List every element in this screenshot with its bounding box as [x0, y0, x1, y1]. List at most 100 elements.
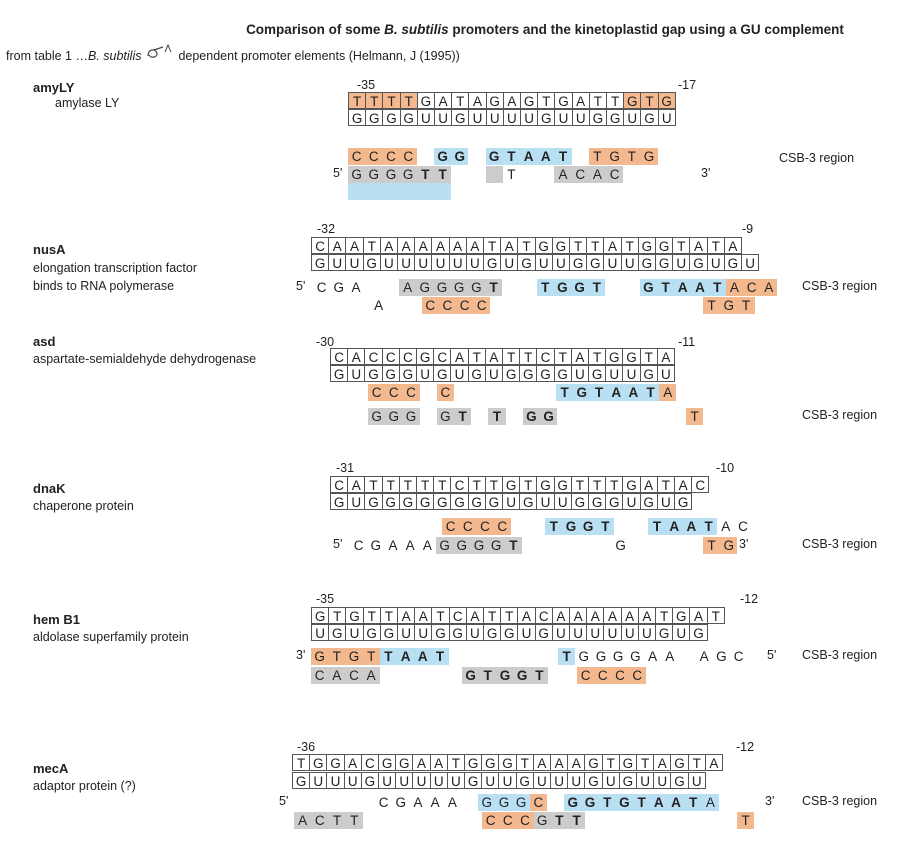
gu-complement-cell: G: [536, 365, 555, 382]
aligned-base-cell: G: [512, 794, 530, 811]
gu-complement-cell: U: [706, 254, 725, 271]
gu-complement-cell: U: [347, 493, 366, 510]
aligned-base-cell: G: [533, 812, 551, 829]
aligned-base-cell: T: [550, 812, 568, 829]
gu-complement-cell: U: [465, 624, 484, 641]
gu-complement-cell: G: [639, 365, 658, 382]
aligned-base-cell: T: [657, 279, 675, 296]
gu-complement-cell: U: [620, 254, 639, 271]
aligned-base-cell: G: [595, 649, 607, 664]
aligned-base-cell: T: [504, 537, 522, 554]
gene-desc-dnak: chaperone protein: [33, 499, 134, 513]
gu-complement-cell: U: [554, 109, 573, 126]
gu-complement-cell: G: [467, 365, 486, 382]
sequence-cell: T: [362, 607, 381, 624]
aligned-base-cell: C: [385, 384, 403, 401]
aligned-base-cell: G: [433, 279, 451, 296]
gene-desc-asd: aspartate-semialdehyde dehydrogenase: [33, 352, 257, 366]
sequence-cell: T: [586, 237, 605, 254]
sequence-cell: A: [569, 607, 588, 624]
gu-complement-cell: U: [416, 109, 435, 126]
gu-complement-cell: G: [689, 624, 708, 641]
sequence-cell: A: [468, 92, 487, 109]
aligned-base-cell: G: [453, 537, 471, 554]
sequence-cell: A: [450, 348, 469, 365]
sequence-cell: G: [622, 348, 641, 365]
gu-complement-cell: G: [670, 772, 689, 789]
aligned-base-cell: G: [639, 279, 657, 296]
gene-name-asd: asd: [33, 334, 56, 349]
gu-complement-cell: U: [517, 624, 536, 641]
start-position-amyly: -35: [357, 78, 376, 92]
sequence-cell: G: [605, 348, 624, 365]
gu-complement-cell: G: [689, 254, 708, 271]
gu-complement-cell: G: [399, 109, 418, 126]
gu-complement-cell: G: [364, 365, 383, 382]
sequence-cell: G: [584, 754, 603, 771]
aligned-base-cell: G: [495, 794, 513, 811]
aligned-base-cell: G: [478, 794, 496, 811]
sequence-cell: A: [414, 607, 433, 624]
gu-complement-cell: G: [348, 109, 367, 126]
sequence-cell: T: [467, 476, 486, 493]
aligned-base-cell: T: [588, 148, 606, 165]
sequence-cell: A: [431, 237, 450, 254]
aligned-base-cell: T: [590, 384, 608, 401]
aligned-base-cell: T: [536, 279, 554, 296]
sequence-cell: T: [451, 92, 470, 109]
aligned-base-cell: G: [579, 518, 597, 535]
aligned-base-cell: A: [648, 649, 658, 664]
aligned-base-cell: G: [581, 794, 599, 811]
gu-complement-cell: U: [571, 109, 590, 126]
sequence-cell: A: [429, 754, 448, 771]
sequence-cell: G: [498, 754, 517, 771]
aligned-base-cell: G: [416, 279, 434, 296]
aligned-base-cell: C: [456, 297, 474, 314]
aligned-base-cell: G: [496, 667, 514, 684]
aligned-base-cell: A: [405, 538, 415, 553]
gu-complement-cell: G: [588, 109, 607, 126]
gu-complement-cell: G: [448, 624, 467, 641]
aligned-base-cell: G: [470, 537, 488, 554]
gu-complement-cell: G: [381, 365, 400, 382]
gu-complement-cell: G: [605, 493, 624, 510]
gu-complement-cell: U: [397, 254, 416, 271]
aligned-base-cell: T: [488, 408, 506, 425]
aligned-base-cell: C: [743, 279, 761, 296]
sequence-cell: C: [381, 348, 400, 365]
gu-complement-cell: G: [365, 109, 384, 126]
aligned-base-cell: C: [345, 667, 363, 684]
aligned-base-cell: C: [606, 166, 624, 183]
gu-complement-cell: U: [637, 624, 656, 641]
region-label-asd: CSB-3 region: [802, 408, 878, 422]
sequence-cell: G: [416, 348, 435, 365]
aligned-base-cell: A: [422, 538, 432, 553]
aligned-base-cell: C: [348, 148, 366, 165]
gu-complement-cell: G: [362, 624, 381, 641]
gu-complement-cell: U: [378, 772, 397, 789]
gu-complement-cell: U: [450, 365, 469, 382]
sequence-cell: A: [484, 348, 503, 365]
aligned-base-cell: C: [611, 667, 629, 684]
sequence-cell: C: [360, 754, 379, 771]
aligned-base-cell: [416, 183, 434, 200]
strand-5prime-dnak: 5': [333, 537, 343, 551]
sequence-cell: T: [446, 754, 465, 771]
sequence-cell: G: [554, 92, 573, 109]
gu-complement-cell: G: [586, 254, 605, 271]
gu-complement-cell: U: [429, 772, 448, 789]
gu-complement-cell: G: [431, 624, 450, 641]
sequence-cell: G: [623, 92, 642, 109]
sequence-cell: G: [637, 237, 656, 254]
aligned-base-cell: C: [311, 667, 329, 684]
sequence-cell: A: [570, 348, 589, 365]
sequence-cell: T: [687, 754, 706, 771]
aligned-base-cell: T: [598, 794, 616, 811]
gu-complement-cell: G: [502, 365, 521, 382]
gu-complement-cell: G: [519, 493, 538, 510]
gu-complement-cell: U: [326, 772, 345, 789]
aligned-base-cell: T: [434, 166, 452, 183]
gu-complement-cell: G: [519, 365, 538, 382]
aligned-base-cell: C: [473, 297, 491, 314]
gu-complement-cell: G: [517, 254, 536, 271]
